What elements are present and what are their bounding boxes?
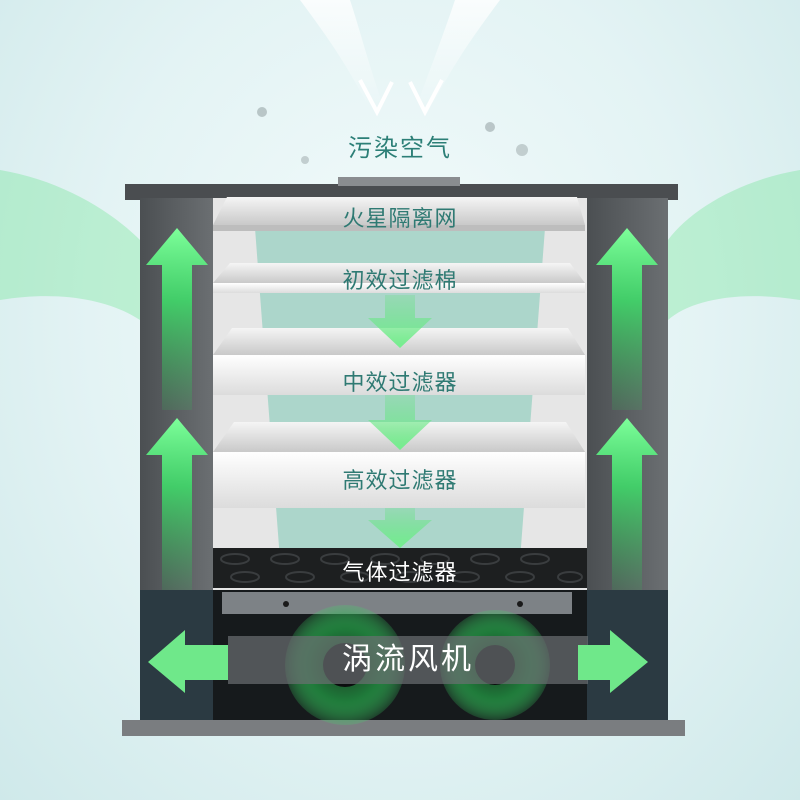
intake-label: 污染空气 [300, 128, 500, 163]
filter-label-medium: 中效过滤器 [215, 365, 585, 397]
fan-label: 涡流风机 [228, 636, 588, 684]
filter-label-hepa: 高效过滤器 [215, 463, 585, 495]
filter-label-primary: 初效过滤棉 [215, 263, 585, 295]
filter-label-gas: 气体过滤器 [215, 555, 585, 587]
filter-label-spark-mesh: 火星隔离网 [215, 201, 585, 233]
